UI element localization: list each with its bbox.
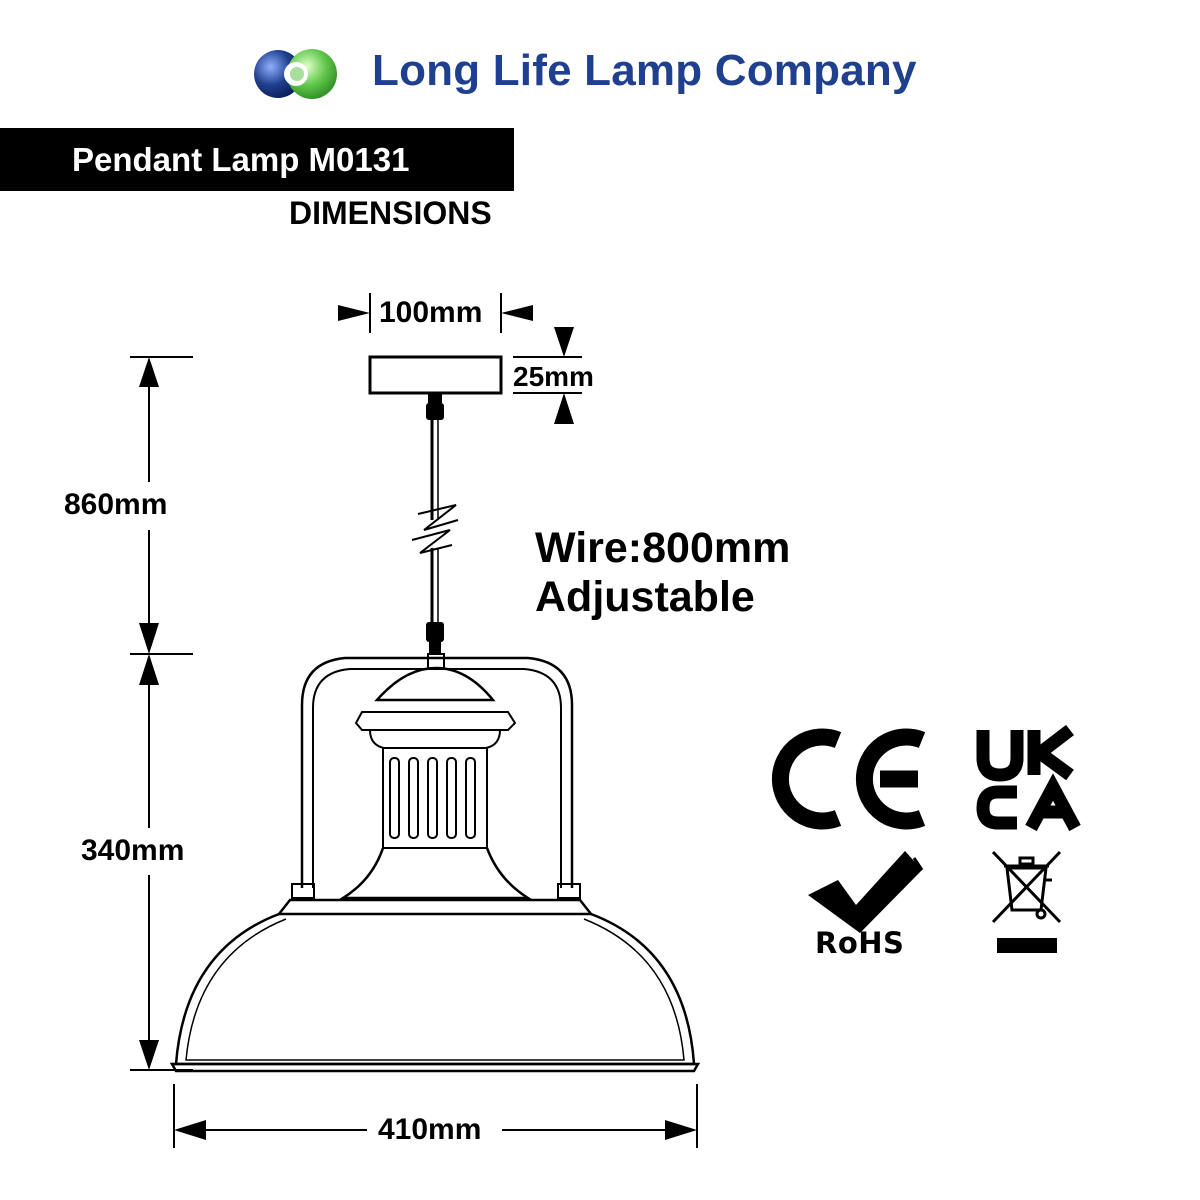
long-life-lamp-logo-icon xyxy=(254,49,337,99)
lamp-height-label: 340mm xyxy=(81,834,185,867)
rohs-label: RoHS xyxy=(815,926,905,960)
shade-diameter-label: 410mm xyxy=(378,1113,482,1146)
company-logo xyxy=(250,42,346,106)
weee-bar xyxy=(997,938,1057,953)
arrow-up-icon xyxy=(554,393,574,424)
arrow-left-icon xyxy=(174,1120,206,1140)
wire-adjustable-note: Adjustable xyxy=(535,573,755,621)
arrow-left-icon xyxy=(501,305,533,321)
canopy-width-label: 100mm xyxy=(379,296,483,329)
product-title: Pendant Lamp M0131 xyxy=(72,141,410,178)
suspension-length-label: 860mm xyxy=(64,488,168,521)
arrow-right-icon xyxy=(338,305,370,321)
arrow-right-icon xyxy=(665,1120,697,1140)
crossed-out-wheelie-bin-icon xyxy=(991,850,1062,924)
ceiling-canopy xyxy=(368,355,503,395)
ukca-mark-icon xyxy=(976,724,1081,832)
canopy-height-label: 25mm xyxy=(513,361,594,392)
company-name: Long Life Lamp Company xyxy=(372,46,917,95)
wire-length-note: Wire:800mm xyxy=(535,524,791,572)
arrow-up-icon xyxy=(139,357,159,387)
rohs-check-icon xyxy=(808,851,924,933)
section-subtitle: DIMENSIONS xyxy=(289,195,492,231)
arrow-down-icon xyxy=(554,327,574,357)
ce-mark-icon xyxy=(771,728,926,830)
arrow-down-icon xyxy=(139,1040,159,1070)
title-bar xyxy=(0,128,514,191)
arrow-up-icon xyxy=(139,654,159,685)
arrow-down-icon xyxy=(139,623,159,654)
